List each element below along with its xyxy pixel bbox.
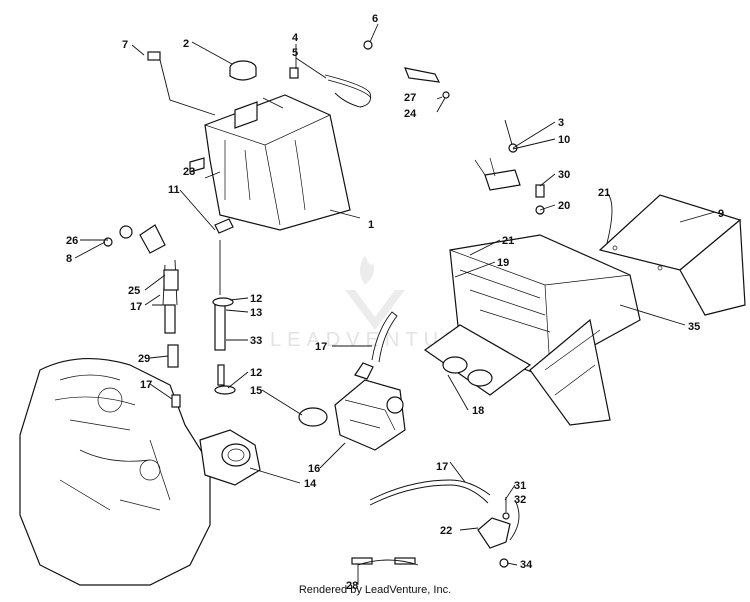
callout-29: 29	[138, 353, 150, 365]
callout-32: 32	[514, 494, 526, 506]
lower-fuel-pump	[351, 479, 511, 568]
callout-18: 18	[472, 405, 484, 417]
callout-21-left: 21	[502, 235, 514, 247]
watermark: LEADVENTURE	[270, 255, 484, 351]
carb-vent-hose	[371, 311, 398, 363]
callout-33: 33	[250, 335, 262, 347]
callout-12-lower: 12	[250, 367, 262, 379]
callout-30: 30	[558, 169, 570, 181]
label-plate	[147, 51, 161, 61]
callout-26: 26	[66, 235, 78, 247]
callout-1: 1	[368, 219, 374, 231]
callout-19: 19	[497, 257, 509, 269]
callout-17-lower-left: 17	[140, 379, 152, 391]
callout-17-pump: 17	[436, 461, 448, 473]
callout-2: 2	[183, 38, 189, 50]
callout-21-right: 21	[598, 187, 610, 199]
callout-9: 9	[718, 208, 724, 220]
callout-23: 23	[183, 166, 195, 178]
callout-24: 24	[404, 108, 417, 120]
callout-34: 34	[520, 559, 533, 571]
carburetor	[334, 362, 406, 451]
callout-17-carb: 17	[315, 341, 327, 353]
fuel-cap	[229, 60, 257, 81]
callout-7: 7	[122, 39, 128, 51]
render-credit: Rendered by LeadVenture, Inc.	[298, 584, 452, 596]
callout-28: 28	[346, 580, 358, 592]
callout-17-left: 17	[130, 301, 142, 313]
callout-27: 27	[404, 92, 416, 104]
callout-16: 16	[308, 463, 320, 475]
vent-hose	[289, 40, 450, 108]
callout-13: 13	[250, 307, 262, 319]
callout-14: 14	[304, 478, 317, 490]
callout-11: 11	[168, 184, 180, 196]
bracket-plate	[598, 194, 746, 316]
callout-labels: 1 2 3 4 5 6 7 8 9 10 11 12 12 13 14 15 1…	[66, 13, 724, 592]
fuel-line-column	[212, 218, 236, 395]
callout-4: 4	[292, 32, 299, 44]
watermark-text: LEADVENTURE	[270, 329, 484, 351]
callout-8: 8	[66, 253, 72, 265]
callout-6: 6	[372, 13, 378, 25]
leader-lines	[74, 23, 716, 585]
callout-22: 22	[440, 525, 452, 537]
callout-20: 20	[558, 200, 570, 212]
callout-35: 35	[688, 321, 700, 333]
callout-15: 15	[250, 385, 262, 397]
callout-12-upper: 12	[250, 293, 262, 305]
fuel-tank	[204, 94, 351, 231]
decal	[189, 157, 205, 173]
callout-3: 3	[558, 117, 564, 129]
fasteners-upper	[474, 119, 545, 215]
intake-adapter	[199, 429, 261, 486]
callout-5: 5	[292, 47, 298, 59]
fuel-pump-assembly	[103, 224, 181, 408]
callout-10: 10	[558, 134, 570, 146]
callout-25: 25	[128, 285, 140, 297]
engine-block	[19, 358, 211, 586]
clamp	[298, 407, 328, 427]
silencer-lower	[529, 318, 611, 426]
callout-31: 31	[514, 480, 526, 492]
